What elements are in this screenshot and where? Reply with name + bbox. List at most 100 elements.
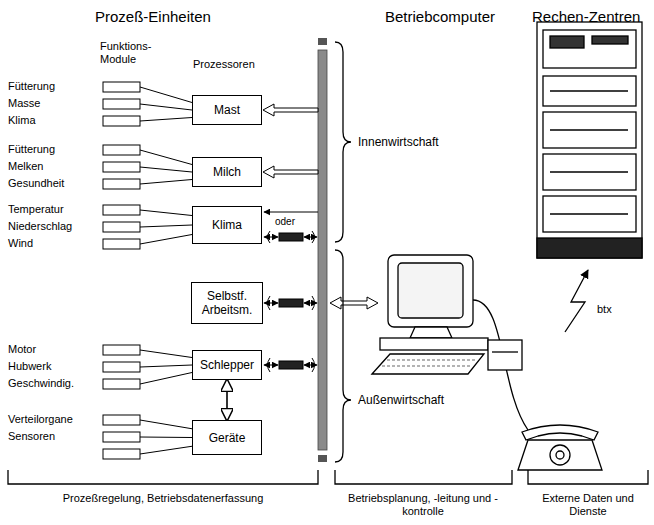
modems-part [279,299,303,307]
modems-part [279,361,303,369]
function-module [103,179,140,189]
function-module [103,145,140,155]
function-module [103,99,140,109]
function-module [103,345,140,355]
module-label: Melken [8,160,43,173]
processor-box: Milch [192,157,262,187]
processor-box: Klima [192,206,262,244]
telephone-part [522,425,598,440]
processor-name: Schlepper [200,358,254,372]
module-label: Niederschlag [8,220,72,233]
processor-box: Geräte [192,420,262,455]
function-module [103,449,140,459]
function-module [103,222,140,232]
module-wire [140,167,192,172]
personal-computer-part [372,354,484,374]
telephone-part [556,451,564,459]
function-module [103,116,140,126]
bus-bar-part [318,38,327,45]
module-wire [140,210,192,216]
modems [264,231,317,372]
processor-box: Selbstf. Arbeitsm. [191,282,263,324]
bus-arrows [263,104,378,309]
modems-part [268,296,315,310]
bus-arrows-part [330,297,378,309]
telephone-part [550,445,570,465]
module-wire [140,365,192,367]
mainframe-part [543,154,636,190]
mainframe-part [543,112,636,148]
module-wire [140,350,192,358]
module-label: Motor [8,343,36,356]
personal-computer-part [410,327,452,338]
personal-computer-part [388,255,473,327]
module-wire [140,87,192,103]
braces-part [8,470,318,484]
column-heading: Betriebcomputer [385,8,495,26]
module-wire [140,235,192,245]
processor-box: Schlepper [192,350,262,380]
column-caption: Prozeßregelung, Betriebsdatenerfassung [8,492,318,505]
mainframe-part [550,129,628,130]
area-label: Innenwirtschaft [358,135,439,149]
bus-bar-part [318,455,327,462]
processor-name: Mast [214,103,240,117]
module-label: Fütterung [8,80,55,93]
function-module [103,205,140,215]
module-label: Hubwerk [8,360,51,373]
mainframe-part [537,22,642,258]
module-wire [140,446,192,454]
function-module [103,415,140,425]
column-heading: Rechen-Zentren [532,8,640,26]
module-wire [140,150,192,165]
processor-box: Mast [192,95,262,125]
function-module [103,432,140,442]
processor-name: Klima [212,218,242,232]
modems-part [264,237,278,238]
module-wire [140,104,192,110]
module-label: Masse [8,97,40,110]
function-module [103,82,140,92]
function-modules [103,82,192,459]
btx-link-part [565,270,588,332]
bus-arrows-part [263,166,318,178]
mainframe-part [537,238,642,258]
mainframe-part [543,76,636,106]
module-label: Temperatur [8,203,64,216]
bus-bar-part [318,50,327,450]
modems-part [268,358,315,372]
function-module [103,239,140,249]
modems-part [304,237,317,238]
personal-computer-part [488,340,522,370]
mainframe-part [543,196,636,232]
column-subheading: Funktions- Module [100,40,166,66]
bus-arrows-part [263,104,318,116]
module-label: Gesundheit [8,177,64,190]
mainframe-part [550,90,628,91]
link-arrow [226,380,228,420]
processor-name: Milch [213,165,241,179]
braces-part [335,250,351,462]
module-label: Geschwindig. [8,377,74,390]
alternative-note: oder [275,216,295,228]
module-wire [140,225,192,227]
personal-computer-part [492,351,518,352]
function-module [103,162,140,172]
braces-part [528,470,648,484]
module-wire [140,373,192,385]
module-label: Klima [8,114,36,127]
module-wire [140,420,192,429]
link-label: btx [597,303,612,316]
module-wire [140,180,192,185]
bus-arrows-part [264,212,318,213]
module-label: Verteilorgane [8,413,73,426]
personal-computer-part [473,300,528,430]
modems-part [264,303,278,304]
processor-name: Geräte [209,431,246,445]
function-module [103,362,140,372]
braces-part [335,470,512,484]
processor-name: Selbstf. Arbeitsm. [198,289,256,317]
